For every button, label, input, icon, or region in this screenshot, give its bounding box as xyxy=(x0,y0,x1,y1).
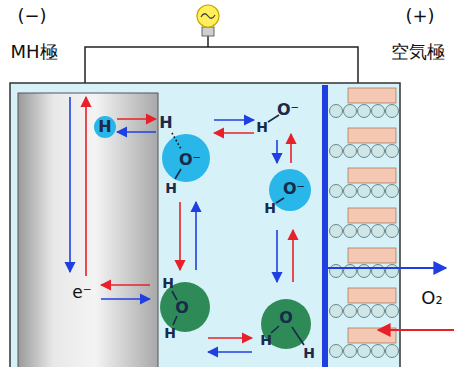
mh-electrode xyxy=(18,93,158,367)
atom-label: H xyxy=(260,333,272,347)
atom-label: H xyxy=(165,181,177,195)
atom-label: O xyxy=(175,300,189,316)
atom-label: O xyxy=(279,310,293,326)
atom-label: O⁻ xyxy=(277,102,299,118)
atom-label: H xyxy=(162,276,174,290)
atom-label: O⁻ xyxy=(283,181,305,197)
atom-label: H xyxy=(164,326,176,340)
atom-label: H xyxy=(303,346,315,360)
electrode-label: MH極 xyxy=(10,43,57,61)
wire xyxy=(85,35,358,83)
atom-label: H xyxy=(264,201,276,215)
atom-label: O⁻ xyxy=(179,152,201,168)
separator-bar xyxy=(322,85,328,367)
flow-arrows xyxy=(70,97,454,352)
polarity-label: (−) xyxy=(17,7,46,25)
gas-label: O₂ xyxy=(421,289,442,307)
electron-label: e⁻ xyxy=(72,284,91,301)
electrode-label: 空気極 xyxy=(391,43,445,61)
air-electrode xyxy=(330,88,399,358)
atom-label: H xyxy=(256,120,268,134)
polarity-label: (+) xyxy=(405,7,434,25)
lamp-symbol xyxy=(197,5,219,36)
molecules xyxy=(94,115,311,349)
atom-label: H xyxy=(98,119,111,135)
atom-label: H xyxy=(159,115,172,131)
cell-housing xyxy=(10,83,400,367)
